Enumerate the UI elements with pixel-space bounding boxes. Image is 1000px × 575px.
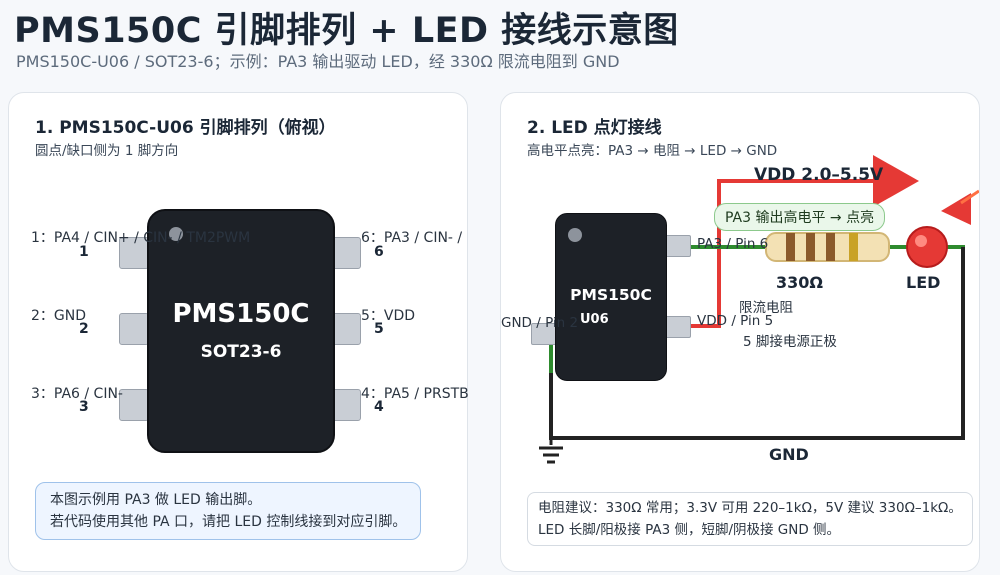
led xyxy=(906,226,948,268)
gnd-wire xyxy=(549,247,965,440)
pin-1-number: 1 xyxy=(79,244,89,260)
light-ray xyxy=(960,189,979,205)
pin-5-label: 5：VDD xyxy=(361,308,416,324)
ground-symbol xyxy=(539,438,563,464)
wiring-note-line2: LED 长脚/阳极接 PA3 侧，短脚/阴极接 GND 侧。 xyxy=(538,522,841,538)
pin-6-number: 6 xyxy=(374,244,384,260)
wiring-pin-5 xyxy=(665,316,691,338)
pin5-label: VDD / Pin 5 xyxy=(697,313,774,329)
pinout-subtitle: 圆点/缺口侧为 1 脚方向 xyxy=(35,143,179,159)
wiring-pin-6 xyxy=(665,235,691,257)
pin-4 xyxy=(331,389,361,421)
wiring-card: 2. LED 点灯接线 高电平点亮：PA3 → 电阻 → LED → GND xyxy=(500,92,980,572)
pinout-note-line2: 若代码使用其他 PA 口，请把 LED 控制线接到对应引脚。 xyxy=(50,514,407,530)
pinout-note: 本图示例用 PA3 做 LED 输出脚。 若代码使用其他 PA 口，请把 LED… xyxy=(35,482,422,540)
wiring-subtitle: 高电平点亮：PA3 → 电阻 → LED → GND xyxy=(527,143,778,159)
vdd-arrow xyxy=(873,155,919,207)
wiring-note-line1: 电阻建议：330Ω 常用；3.3V 可用 220–1kΩ，5V 建议 330Ω–… xyxy=(538,500,962,516)
chip-body: PMS150C SOT23-6 xyxy=(147,209,335,453)
pin-3 xyxy=(119,389,149,421)
pin-4-number: 4 xyxy=(374,399,384,415)
pinout-card: 1. PMS150C-U06 引脚排列（俯视） 圆点/缺口侧为 1 脚方向 PM… xyxy=(8,92,469,572)
pin-1-label: 1：PA4 / CIN+ / CIN- / TM2PWM xyxy=(31,230,251,246)
resistor xyxy=(765,232,890,262)
pin-2 xyxy=(119,313,149,345)
wiring-note: 电阻建议：330Ω 常用；3.3V 可用 220–1kΩ，5V 建议 330Ω–… xyxy=(527,492,973,546)
pin-1 xyxy=(119,237,149,269)
chip-name: PMS150C xyxy=(172,299,310,329)
pin-3-number: 3 xyxy=(79,399,89,415)
resistor-caption: 限流电阻 xyxy=(739,300,793,316)
page-title: PMS150C 引脚排列 + LED 接线示意图 xyxy=(14,11,679,51)
pin1-dot xyxy=(169,227,183,241)
pin-2-number: 2 xyxy=(79,321,89,337)
pin-4-label: 4：PA5 / PRSTB xyxy=(361,386,469,402)
pin-6 xyxy=(331,237,361,269)
gnd-label: GND xyxy=(769,445,809,464)
pin-5 xyxy=(331,313,361,345)
pa3-callout: PA3 输出高电平 → 点亮 xyxy=(714,203,886,231)
wiring-chip-dot xyxy=(568,228,582,242)
pin2-label: GND / Pin 2 xyxy=(501,315,579,331)
resistor-value: 330Ω xyxy=(776,273,823,292)
wiring-title: 2. LED 点灯接线 xyxy=(527,118,662,138)
chip-package: SOT23-6 xyxy=(200,342,282,362)
pin-5-number: 5 xyxy=(374,321,384,337)
wiring-chip-name: PMS150C xyxy=(570,286,652,304)
pin6-label: PA3 / Pin 6 xyxy=(697,236,769,252)
pin-6-label: 6：PA3 / CIN- / TM2PWM xyxy=(361,230,465,246)
pin-2-label: 2：GND xyxy=(31,308,87,324)
pinout-note-line1: 本图示例用 PA3 做 LED 输出脚。 xyxy=(50,492,262,508)
vdd-wire xyxy=(689,179,891,328)
led-label: LED xyxy=(906,273,941,292)
wiring-chip: PMS150C U06 xyxy=(555,213,667,381)
pin-3-label: 3：PA6 / CIN- xyxy=(31,386,123,402)
wiring-chip-package: U06 xyxy=(580,312,609,327)
pinout-title: 1. PMS150C-U06 引脚排列（俯视） xyxy=(35,118,336,138)
vdd-label: VDD 2.0–5.5V xyxy=(754,165,884,185)
vdd-caption: 5 脚接电源正极 xyxy=(743,334,837,350)
page-subtitle: PMS150C-U06 / SOT23-6；示例：PA3 输出驱动 LED，经 … xyxy=(16,52,620,71)
